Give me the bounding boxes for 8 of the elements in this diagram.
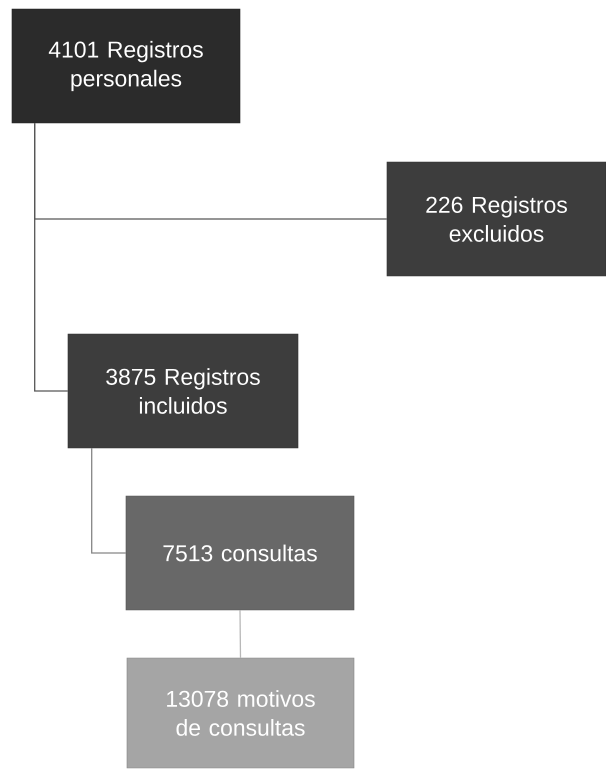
connector-line (91, 448, 126, 554)
connector-line (239, 610, 242, 658)
connector-line (34, 123, 68, 392)
process-box: 13078 motivos de consultas (126, 658, 354, 768)
process-box: 3875 Registros incluidos (68, 334, 298, 448)
process-box: 4101 Registros personales (12, 8, 240, 124)
process-box: 226 Registros excluidos (386, 162, 606, 276)
process-box: 7513 consultas (126, 496, 354, 610)
